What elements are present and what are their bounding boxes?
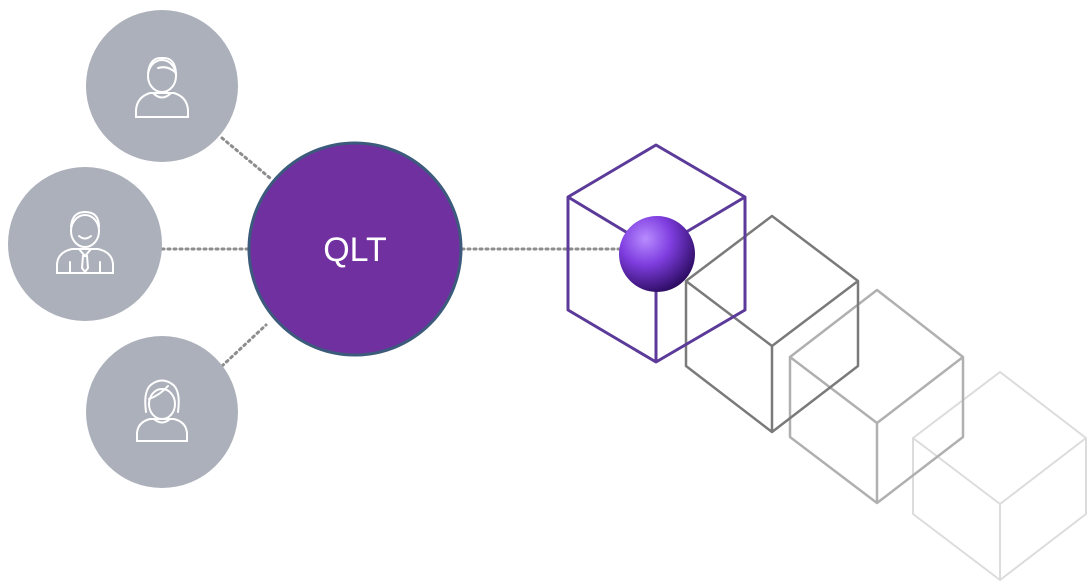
orb <box>619 216 695 292</box>
user-node-circle <box>8 167 162 321</box>
connector-user-1 <box>220 136 272 180</box>
user-node-1 <box>86 10 238 162</box>
user-node-2 <box>8 167 162 321</box>
user-node-circle <box>86 10 238 162</box>
connector-user-3 <box>220 323 268 368</box>
user-node-3 <box>86 336 238 488</box>
person-icon <box>135 56 189 118</box>
person-tie-icon <box>56 210 114 274</box>
connectors <box>160 136 630 368</box>
block-cube-4 <box>912 371 1087 581</box>
qlt-label: QLT <box>323 231 387 269</box>
blockchain-cubes <box>566 143 1087 581</box>
block-cube-2 <box>684 214 860 434</box>
qlt-hub-circle <box>247 141 463 357</box>
person-female-icon <box>136 379 188 442</box>
block-cube-3 <box>788 288 965 505</box>
user-node-circle <box>86 336 238 488</box>
qlt-hub: QLT <box>247 141 463 357</box>
